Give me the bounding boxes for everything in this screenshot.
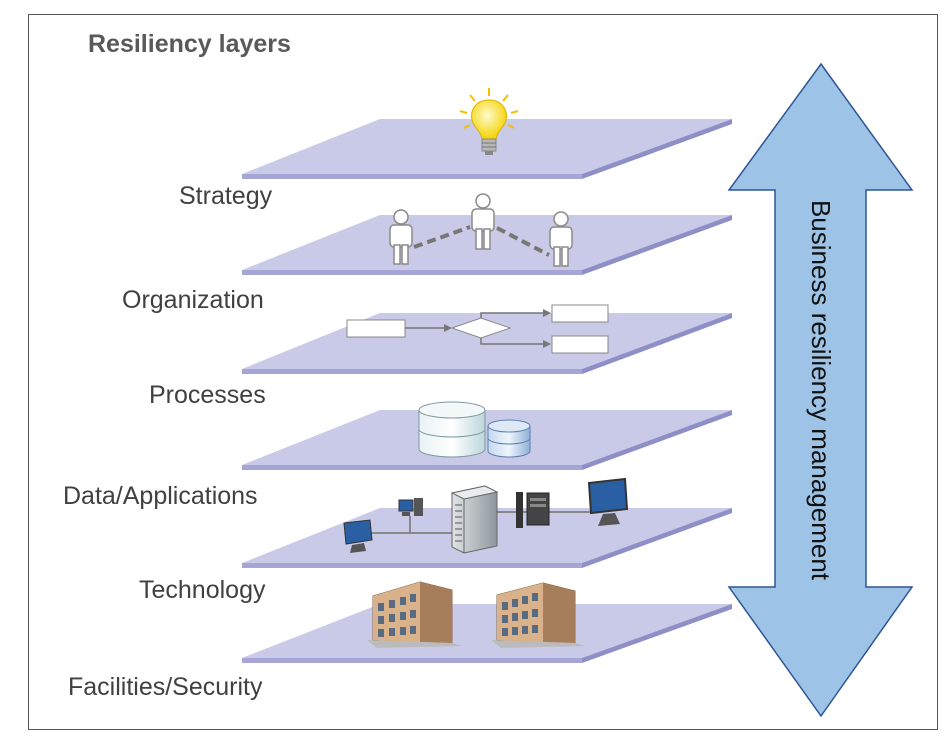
arrow-label: Business resiliency management <box>806 200 836 581</box>
layer-plane-facilities <box>242 604 732 663</box>
layer-label-facilities-security: Facilities/Security <box>68 673 263 701</box>
layer-label-technology: Technology <box>139 576 266 604</box>
monitor-icon <box>398 498 423 516</box>
lightbulb-icon <box>459 88 519 155</box>
layer-label-organization: Organization <box>122 286 264 314</box>
layer-label-strategy: Strategy <box>179 182 273 210</box>
business-resiliency-arrow: Business resiliency management <box>727 62 914 718</box>
network-computers-icon <box>343 477 629 554</box>
monitor-icon <box>587 477 629 526</box>
building-icon <box>491 582 585 648</box>
database-icon <box>418 401 531 458</box>
diagram-title: Resiliency layers <box>88 30 291 58</box>
server-icon <box>450 485 499 554</box>
layer-label-processes: Processes <box>149 381 266 409</box>
person-icon <box>471 193 495 250</box>
buildings-icon <box>367 581 585 648</box>
process-flow-icon <box>346 304 609 354</box>
person-icon <box>389 209 413 265</box>
workstation-icon <box>516 492 550 528</box>
people-network-icon <box>389 193 573 267</box>
monitor-icon <box>343 519 373 553</box>
layer-plane-data-applications <box>242 410 732 470</box>
person-icon <box>549 211 573 267</box>
building-icon <box>367 581 462 648</box>
layer-label-data-applications: Data/Applications <box>63 482 258 510</box>
